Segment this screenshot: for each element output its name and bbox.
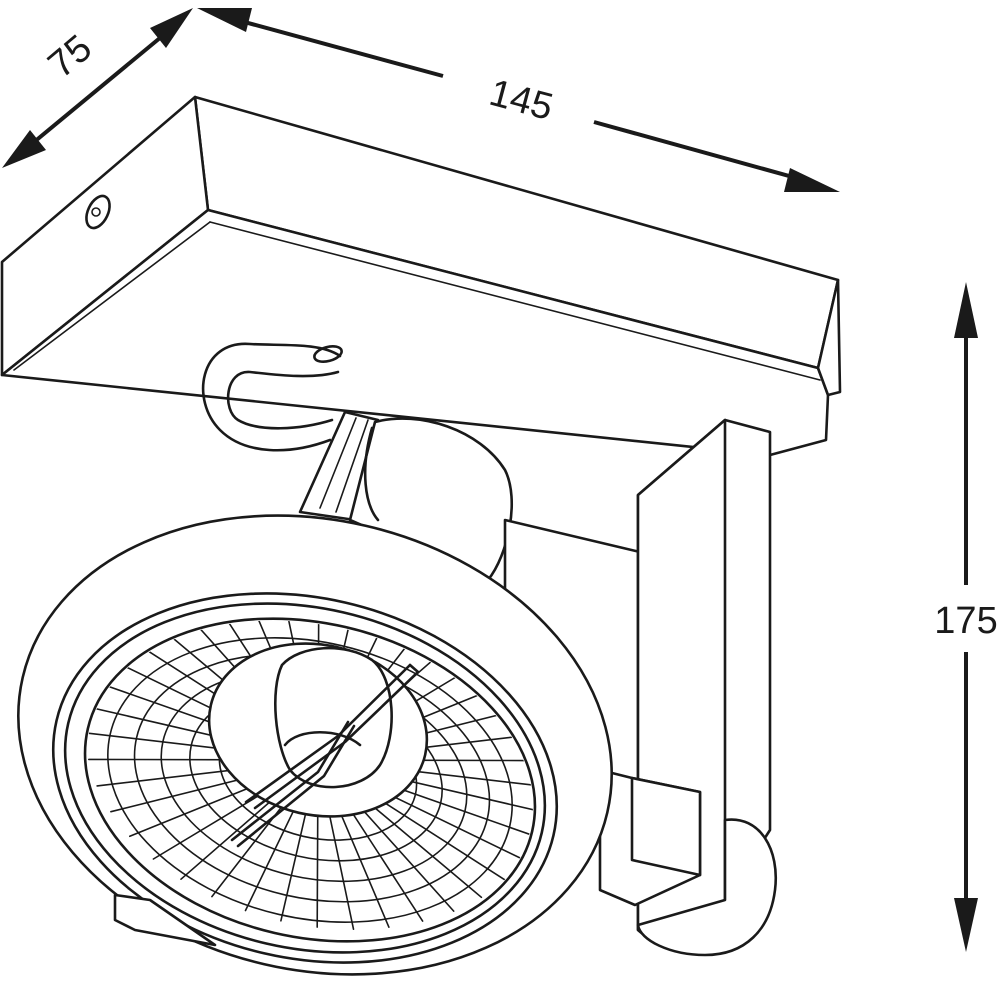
screw-hole-icon — [85, 194, 111, 230]
pivot-block-front — [630, 776, 702, 877]
lamp-holder — [298, 410, 514, 582]
dimension-width-line-right — [593, 120, 819, 186]
holder-cylinder — [348, 417, 514, 582]
bulb-capsule — [274, 646, 393, 789]
power-cable — [201, 342, 343, 452]
dimension-width-line-left — [214, 12, 444, 78]
dimension-height-arrow-bottom — [954, 898, 978, 952]
cable-outer — [201, 342, 342, 452]
dimension-width-arrow-end — [784, 168, 840, 192]
dimension-depth-arrow-end — [150, 8, 193, 48]
dimension-depth-arrow-start — [2, 130, 46, 168]
cable-end — [313, 345, 343, 363]
dimension-height-arrow-top — [954, 282, 978, 338]
bracket-arm-bottom — [636, 818, 778, 957]
reflector-rim — [83, 617, 537, 943]
screw-hole-center — [91, 207, 101, 217]
dimension-width-label: 145 — [485, 72, 557, 129]
dimension-depth-label: 75 — [41, 27, 100, 86]
cable-inner — [226, 370, 340, 430]
base-edge-line — [13, 221, 211, 371]
mounting-base — [0, 95, 842, 457]
base-right-face — [816, 278, 842, 397]
dimension-width: 145 — [197, 8, 840, 192]
housing-bottom-tab — [113, 893, 217, 947]
base-edge-line — [209, 221, 821, 381]
dimension-width-arrow-start — [197, 8, 252, 32]
halogen-bulb — [230, 646, 420, 848]
dimension-depth-line — [20, 26, 174, 154]
dimension-height-label: 175 — [934, 600, 997, 642]
mounting-bracket — [503, 418, 778, 957]
dimension-height: 175 — [934, 282, 998, 952]
